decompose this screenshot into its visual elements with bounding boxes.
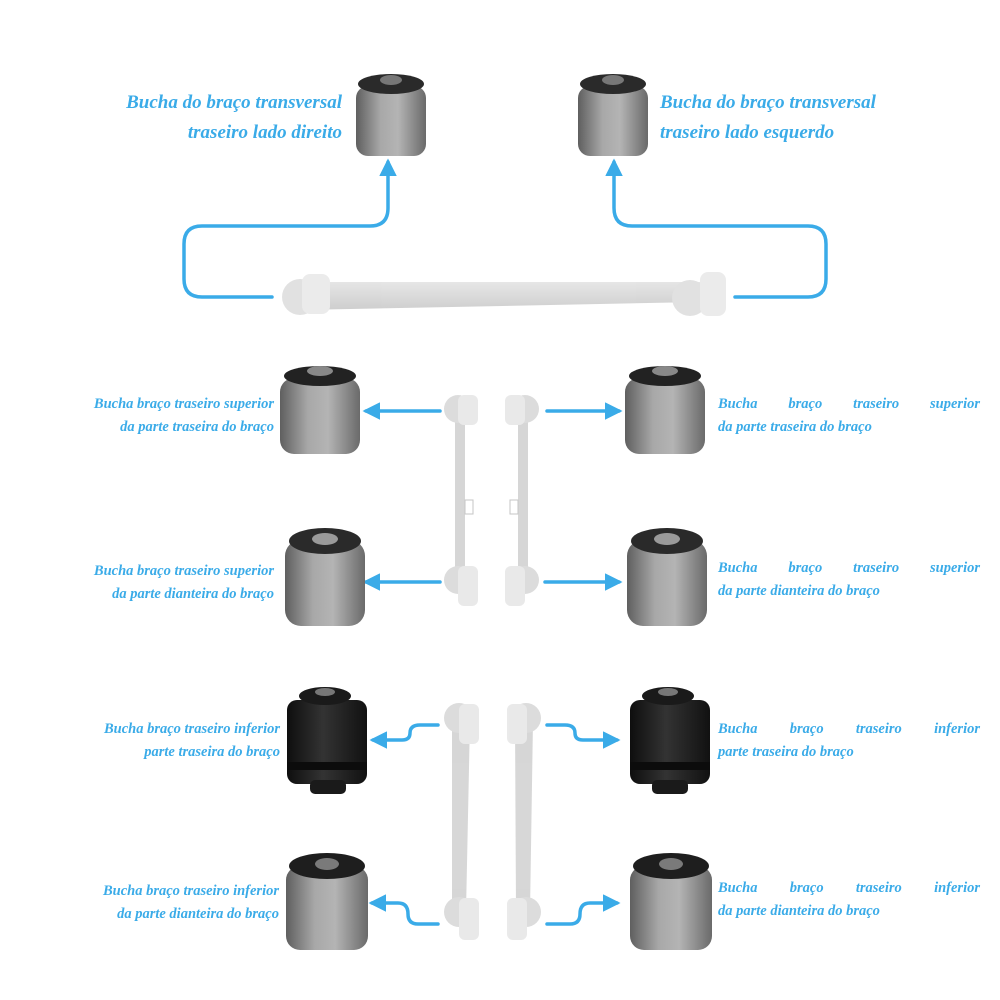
label-upper-front-right: Bucha braço traseiro superior da parte d… [718,557,980,603]
label-upper-front-left: Bucha braço traseiro superior da parte d… [20,560,274,606]
arrow-lower-front-right [545,894,621,926]
label-line: parte traseira do braço [144,744,280,760]
lower-left-arm [444,703,479,940]
arrow-lower-rear-left [369,723,440,749]
label-line: traseiro lado esquerdo [660,122,835,143]
label-line: da parte dianteira do braço [718,903,880,919]
bushing-transverse-left [578,74,648,156]
label-line: Bucha braço traseiro inferior [102,883,279,899]
bushing-lower-rear-right [630,687,710,794]
label-line: Bucha braço traseiro superior [93,563,274,579]
arrow-transverse-left [605,158,828,299]
label-upper-rear-right: Bucha braço traseiro superior da parte t… [718,393,980,439]
label-transverse-right: Bucha do braço transversal traseiro lado… [30,88,342,148]
label-line: da parte dianteira do braço [718,583,880,599]
label-lower-rear-left: Bucha braço traseiro inferior parte tras… [20,718,280,764]
label-line: Bucha braço traseiro inferior [718,880,980,896]
lower-right-arm [507,703,541,940]
bushing-transverse-right [356,74,426,156]
upper-left-arm [444,395,478,606]
label-lower-front-right: Bucha braço traseiro inferior da parte d… [718,877,980,923]
label-line: Bucha braço traseiro inferior [103,721,280,737]
label-line: Bucha do braço transversal [660,92,876,113]
label-line: Bucha do braço transversal [126,92,342,113]
label-line: traseiro lado direito [187,122,342,143]
bushing-lower-front-right [630,853,712,950]
arrow-transverse-right [182,158,397,299]
label-line: da parte dianteira do braço [112,586,274,602]
label-line: da parte traseira do braço [718,419,872,435]
label-line: Bucha braço traseiro superior [718,396,980,412]
label-line: Bucha braço traseiro superior [93,396,274,412]
label-line: da parte traseira do braço [120,419,274,435]
bushing-upper-front-left [285,528,365,626]
label-line: Bucha braço traseiro inferior [718,721,980,737]
bushing-upper-rear-left [280,366,360,454]
connector-arrows [182,158,828,926]
label-line: parte traseira do braço [718,744,854,760]
label-transverse-left: Bucha do braço transversal traseiro lado… [660,88,980,148]
arrow-lower-rear-right [545,723,621,749]
upper-right-arm [505,395,539,606]
bushing-lower-front-left [286,853,368,950]
bushing-lower-rear-left [287,687,367,794]
label-line: Bucha braço traseiro superior [718,560,980,576]
bushing-upper-front-right [627,528,707,626]
arrow-lower-front-left [368,894,440,926]
label-lower-front-left: Bucha braço traseiro inferior da parte d… [20,880,279,926]
label-lower-rear-right: Bucha braço traseiro inferior parte tras… [718,718,980,764]
label-upper-rear-left: Bucha braço traseiro superior da parte t… [20,393,274,439]
transverse-arm [282,272,726,316]
bushing-upper-rear-right [625,366,705,454]
label-line: da parte dianteira do braço [117,906,279,922]
